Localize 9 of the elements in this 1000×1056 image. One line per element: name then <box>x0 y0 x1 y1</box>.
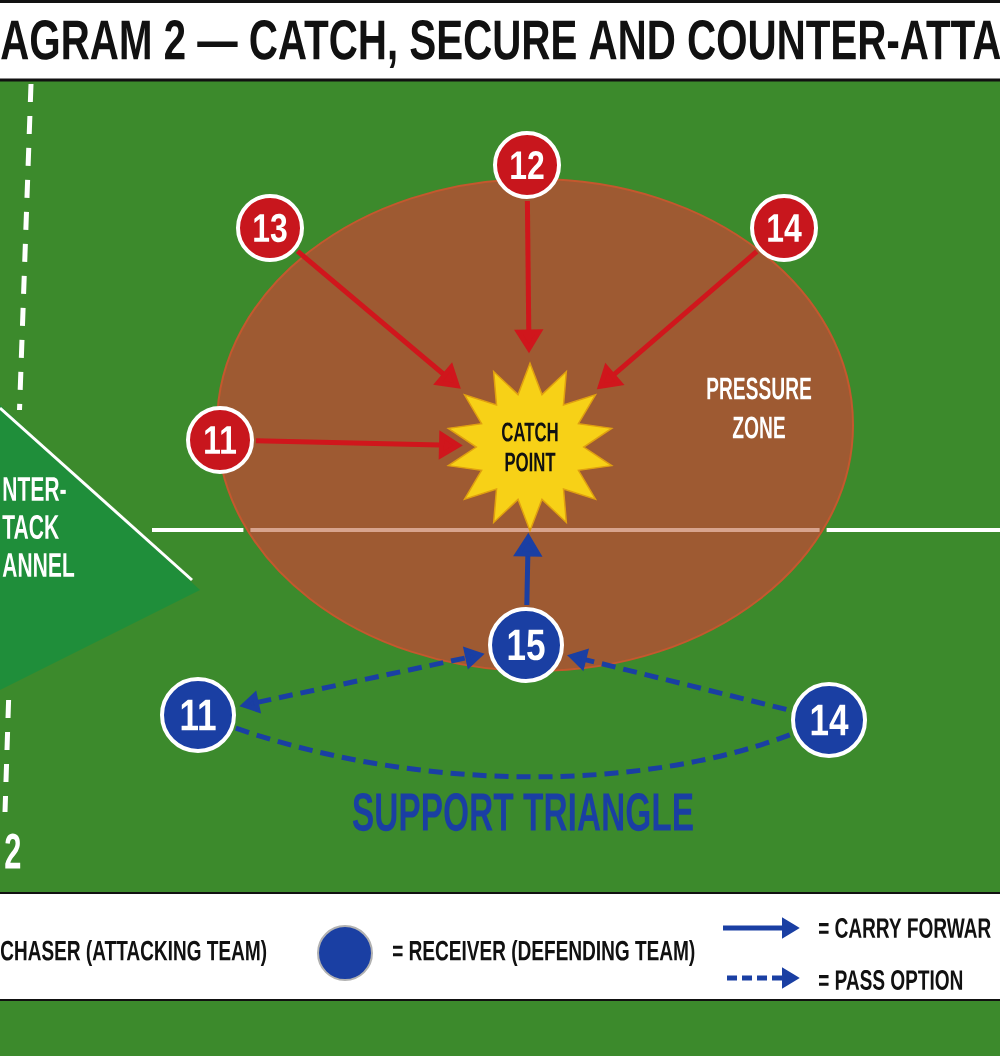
field-number: 2 <box>5 833 21 869</box>
legend-text: = PASS OPTION <box>819 970 963 990</box>
legend-text: = CARRY FORWAR <box>819 918 991 938</box>
legend-text: = RECEIVER (DEFENDING TEAM) <box>393 939 695 967</box>
legend-text: CHASER (ATTACKING TEAM) <box>1 939 267 967</box>
dashed-connector-line <box>235 725 793 780</box>
title-banner: AGRAM 2 — CATCH, SECURE AND COUNTER-ATTA <box>0 0 1000 82</box>
area-label: SUPPORT TRIANGLE <box>352 792 693 832</box>
channel-region: NTER- TACK ANNEL <box>0 405 200 690</box>
